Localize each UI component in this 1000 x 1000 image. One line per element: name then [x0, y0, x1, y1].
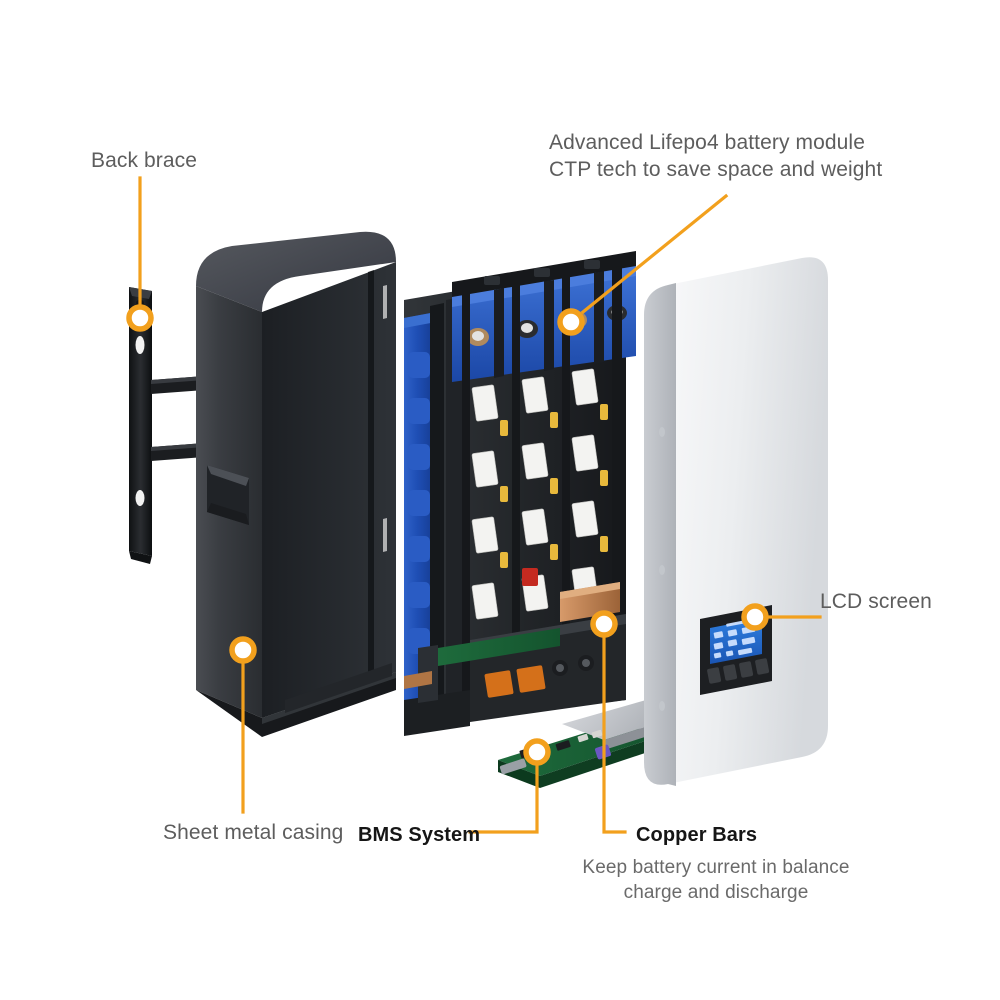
part-sheet-metal-casing	[196, 231, 396, 737]
callout-label-copper-bars: Copper Bars	[636, 824, 758, 846]
callout-sublabel-copper-bars-line2: charge and discharge	[623, 882, 809, 903]
cell-row-top	[452, 264, 636, 382]
callout-label-back-brace: Back brace	[91, 149, 198, 172]
callout-markers	[126, 304, 769, 766]
callout-label-battery-module-line1: Advanced Lifepo4 battery module	[549, 131, 865, 154]
cell-stack-left	[404, 303, 444, 708]
marker-lcd-screen	[741, 603, 769, 631]
cell-connector-grid	[471, 368, 608, 620]
callout-label-sheet-metal-casing: Sheet metal casing	[163, 821, 344, 844]
part-battery-module	[404, 251, 636, 736]
marker-bms-system	[523, 738, 551, 766]
marker-sheet-metal-casing	[229, 636, 257, 664]
leader-battery-module	[580, 193, 729, 315]
callout-label-lcd-screen: LCD screen	[820, 590, 932, 613]
callout-label-battery-module-line2: CTP tech to save space and weight	[549, 158, 883, 181]
marker-copper-bars	[590, 610, 618, 638]
leader-bms-system	[468, 763, 539, 834]
part-front-cover	[644, 257, 828, 786]
leader-copper-bars	[602, 635, 627, 834]
marker-back-brace	[126, 304, 154, 332]
power-terminals	[484, 655, 594, 698]
callout-sublabel-copper-bars-line1: Keep battery current in balance	[582, 857, 850, 878]
callout-label-bms-system: BMS System	[358, 824, 481, 846]
marker-battery-module	[557, 308, 585, 336]
